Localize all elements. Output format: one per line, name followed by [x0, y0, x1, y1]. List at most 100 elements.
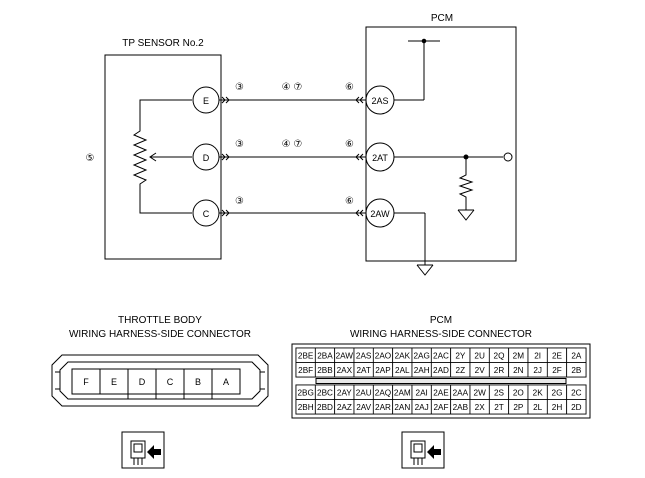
- throttle-connector-shape: [51, 354, 269, 407]
- pcm-pin-label: 2AP: [375, 366, 391, 375]
- wire-e-2as: [219, 96, 366, 104]
- pcm-pin-label: 2AU: [356, 389, 372, 398]
- svg-text:C: C: [203, 209, 210, 219]
- pcm-pin-label: 2AS: [356, 352, 372, 361]
- pcm-pin-label: 2BF: [298, 366, 313, 375]
- throttle-pin-e: E: [111, 377, 117, 387]
- mark-row1-c: ⑥: [345, 82, 354, 93]
- pcm-pin-label: 2AT: [356, 366, 370, 375]
- mark-row3-a: ③: [235, 196, 244, 207]
- pcm-pin-label: 2AW: [336, 352, 354, 361]
- mark-row2-a: ③: [235, 139, 244, 150]
- pcm-pin-label: 2F: [552, 366, 562, 375]
- pcm-pin-label: 2H: [552, 403, 563, 412]
- mark-row2-c: ⑥: [345, 139, 354, 150]
- pcm-pin-label: 2O: [513, 389, 524, 398]
- pcm-pin-label: 2Y: [455, 352, 466, 361]
- throttle-connector-title-2: WIRING HARNESS-SIDE CONNECTOR: [69, 329, 251, 340]
- pcm-pin-label: 2I: [534, 352, 541, 361]
- svg-text:2AW: 2AW: [370, 209, 390, 219]
- pcm-pin-label: 2BG: [297, 389, 313, 398]
- sensor-pin-e: E: [192, 86, 220, 114]
- pcm-pin-label: 2Q: [494, 352, 505, 361]
- pcm-pin-label: 2AR: [375, 403, 391, 412]
- power-supply-line: [394, 38, 440, 101]
- pcm-connector-title-2: WIRING HARNESS-SIDE CONNECTOR: [350, 329, 532, 340]
- pcm-title: PCM: [431, 13, 453, 24]
- pcm-pin-label: 2AJ: [415, 403, 429, 412]
- throttle-pin-c: C: [167, 377, 174, 387]
- pcm-pin-2as: 2AS: [365, 85, 395, 115]
- pcm-pin-label: 2AZ: [337, 403, 352, 412]
- pcm-pin-label: 2X: [475, 403, 486, 412]
- ground-symbol-signal: [457, 209, 475, 221]
- mark-row1-a: ③: [235, 82, 244, 93]
- pcm-pin-label: 2Z: [456, 366, 466, 375]
- pcm-pin-cell: [566, 362, 587, 378]
- pcm-pin-label: 2S: [494, 389, 505, 398]
- throttle-pin-a: A: [223, 377, 229, 387]
- pcm-pin-label: 2D: [571, 403, 582, 412]
- svg-text:D: D: [203, 153, 210, 163]
- pcm-pin-label: 2BB: [317, 366, 333, 375]
- pcm-pin-label: 2AN: [394, 403, 410, 412]
- pcm-pin-label: 2J: [533, 366, 542, 375]
- pcm-pin-label: 2AL: [395, 366, 410, 375]
- pcm-pin-label: 2L: [533, 403, 543, 412]
- pcm-pin-label: 2AA: [453, 389, 469, 398]
- pcm-pin-label: 2E: [552, 352, 563, 361]
- pcm-pin-label: 2P: [513, 403, 524, 412]
- pcm-pin-label: 2BH: [298, 403, 314, 412]
- pcm-pin-label: 2AB: [453, 403, 469, 412]
- signal-line: [394, 152, 513, 210]
- throttle-connector-title-1: THROTTLE BODY: [118, 315, 202, 326]
- pcm-pin-label: 2BA: [317, 352, 333, 361]
- pcm-pin-label: 2V: [475, 366, 486, 375]
- pcm-pin-label: 2AQ: [375, 389, 391, 398]
- mark-row3-b: ⑥: [345, 196, 354, 207]
- wire-d-2at: [219, 153, 366, 161]
- pcm-pin-label: 2AM: [394, 389, 411, 398]
- throttle-pin-b: B: [195, 377, 201, 387]
- mark-row2-b: ④ ⑦: [282, 139, 303, 150]
- pcm-pin-cell: [566, 399, 587, 415]
- throttle-pin-d: D: [139, 377, 146, 387]
- pcm-plug-icon: [401, 431, 445, 469]
- pcm-pin-label: 2T: [494, 403, 504, 412]
- sensor-title: TP SENSOR No.2: [122, 38, 204, 49]
- pcm-pin-label: 2W: [474, 389, 487, 398]
- pcm-connector-title-1: PCM: [430, 315, 452, 326]
- pcm-pin-label: 2G: [552, 389, 563, 398]
- ground-line: [394, 212, 434, 276]
- pcm-pin-label: 2AY: [337, 389, 352, 398]
- pcm-pin-label: 2AV: [356, 403, 371, 412]
- pcm-pin-label: 2BC: [317, 389, 333, 398]
- pcm-pin-label: 2AG: [413, 352, 429, 361]
- harness-plug-icon: [121, 431, 165, 469]
- pcm-pin-label: 2AH: [414, 366, 430, 375]
- pcm-pin-label: 2N: [513, 366, 524, 375]
- pcm-pin-label: 2R: [494, 366, 505, 375]
- svg-text:2AS: 2AS: [371, 96, 388, 106]
- svg-text:E: E: [203, 96, 209, 106]
- svg-text:2AT: 2AT: [372, 153, 388, 163]
- pcm-pin-label: 2C: [571, 389, 582, 398]
- pcm-pin-2at: 2AT: [365, 142, 395, 172]
- pcm-pin-label: 2AI: [416, 389, 428, 398]
- mark-row1-b: ④ ⑦: [282, 82, 303, 93]
- pcm-pin-label: 2B: [571, 366, 582, 375]
- sensor-pin-c: C: [192, 199, 220, 227]
- note-left: ⑤: [86, 153, 95, 164]
- pcm-box: [365, 26, 517, 262]
- pcm-pin-label: 2AO: [375, 352, 391, 361]
- pcm-pin-label: 2U: [474, 352, 485, 361]
- pcm-pin-label: 2AC: [433, 352, 449, 361]
- pcm-pin-label: 2AX: [337, 366, 353, 375]
- throttle-pin-f: F: [83, 377, 89, 387]
- pcm-pin-label: 2BE: [298, 352, 314, 361]
- potentiometer-symbol: [132, 99, 192, 214]
- pcm-pin-label: 2AE: [433, 389, 449, 398]
- pcm-pin-label: 2AK: [395, 352, 411, 361]
